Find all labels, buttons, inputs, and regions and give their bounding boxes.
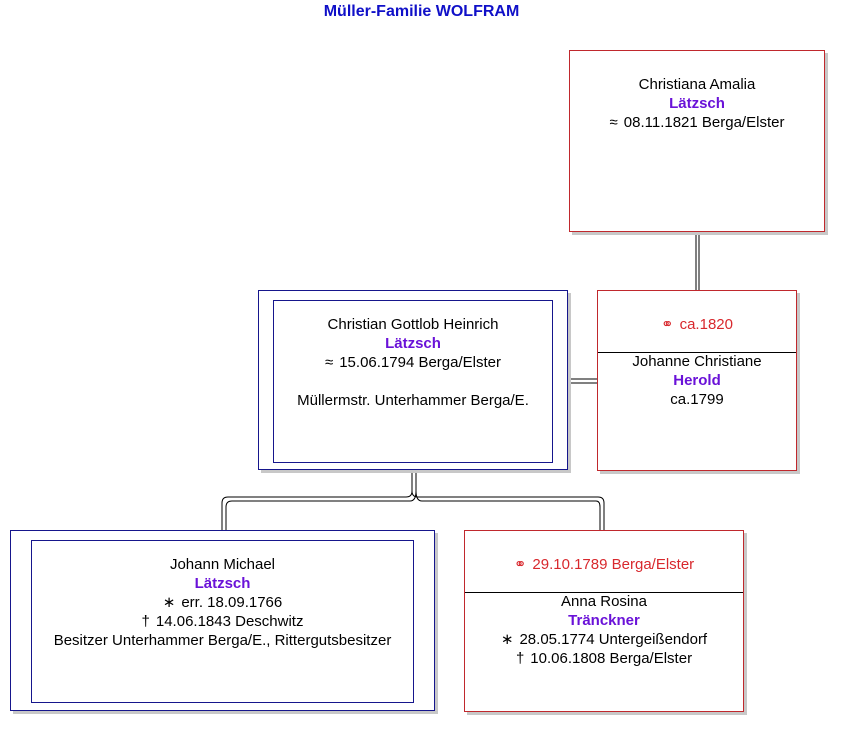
spouse-box-johanne-christiane[interactable]: ⚭ ca.1820 Johanne Christiane Herold ca.17… <box>597 290 797 471</box>
marriage-line: ⚭ ca.1820 <box>598 315 796 334</box>
person-inner-frame <box>273 300 553 463</box>
person-surname: Lätzsch <box>194 575 251 592</box>
person-box-johann-michael[interactable]: Johann Michael Lätzsch ∗err. 18.09.1766 … <box>10 530 435 711</box>
spouse-box-anna-rosina[interactable]: ⚭ 29.10.1789 Berga/Elster Anna Rosina Trä… <box>464 530 744 712</box>
birth-line: ∗ err. 18.09.1766 <box>11 593 434 612</box>
birth-date: err. 18.09.1766 <box>181 594 283 611</box>
marriage-rings-icon: ⚭ <box>661 316 674 333</box>
birth-icon: ∗ <box>162 594 176 611</box>
baptism-icon: ≈ <box>324 354 334 371</box>
baptism-line: ≈15.06.1794 Berga/Elster <box>259 353 567 372</box>
person-surname: Herold <box>673 372 721 389</box>
person-given-name: Christiana Amalia <box>638 76 756 93</box>
death-cross-icon: † <box>515 650 525 667</box>
person-surname: Tränckner <box>568 612 640 629</box>
death-line: † 10.06.1808 Berga/Elster <box>465 649 743 668</box>
birth-icon: ∗ <box>500 631 514 648</box>
person-surname: Lätzsch <box>669 95 725 112</box>
person-surname: Lätzsch <box>385 335 441 352</box>
death-date: 14.06.1843 Deschwitz <box>155 613 304 630</box>
birth-date: ca.1799 <box>670 391 724 408</box>
divider <box>465 592 743 593</box>
marriage-line: ⚭ 29.10.1789 Berga/Elster <box>465 555 743 574</box>
baptism-date: 08.11.1821 Berga/Elster <box>623 114 785 131</box>
person-occupation: Müllermstr. Unterhammer Berga/E. <box>297 392 529 409</box>
person-box-christiana-amalia[interactable]: Christiana Amalia Lätzsch ≈08.11.1821 Be… <box>569 50 825 232</box>
birth-date: 28.05.1774 Untergeißendorf <box>519 631 708 648</box>
death-cross-icon: † <box>141 613 150 630</box>
person-given-name: Anna Rosina <box>561 593 647 610</box>
death-line: † 14.06.1843 Deschwitz <box>11 612 434 631</box>
person-given-name: Johanne Christiane <box>632 353 762 370</box>
person-given-name: Christian Gottlob Heinrich <box>327 316 499 333</box>
birth-line: ∗ 28.05.1774 Untergeißendorf <box>465 630 743 649</box>
person-occupation: Besitzer Unterhammer Berga/E., Rittergut… <box>53 632 392 649</box>
marriage-date: ca.1820 <box>679 316 733 333</box>
divider <box>598 352 796 353</box>
chart-title: Müller-Familie WOLFRAM <box>323 3 520 20</box>
person-box-christian-gottlob-heinrich[interactable]: Christian Gottlob Heinrich Lätzsch ≈15.0… <box>258 290 568 470</box>
baptism-line: ≈08.11.1821 Berga/Elster <box>570 113 824 132</box>
marriage-rings-icon: ⚭ <box>513 556 527 573</box>
baptism-icon: ≈ <box>609 114 618 131</box>
marriage-date: 29.10.1789 Berga/Elster <box>532 556 695 573</box>
baptism-date: 15.06.1794 Berga/Elster <box>339 354 501 371</box>
death-date: 10.06.1808 Berga/Elster <box>530 650 693 667</box>
person-given-name: Johann Michael <box>169 556 276 573</box>
person-inner-frame <box>31 540 414 703</box>
